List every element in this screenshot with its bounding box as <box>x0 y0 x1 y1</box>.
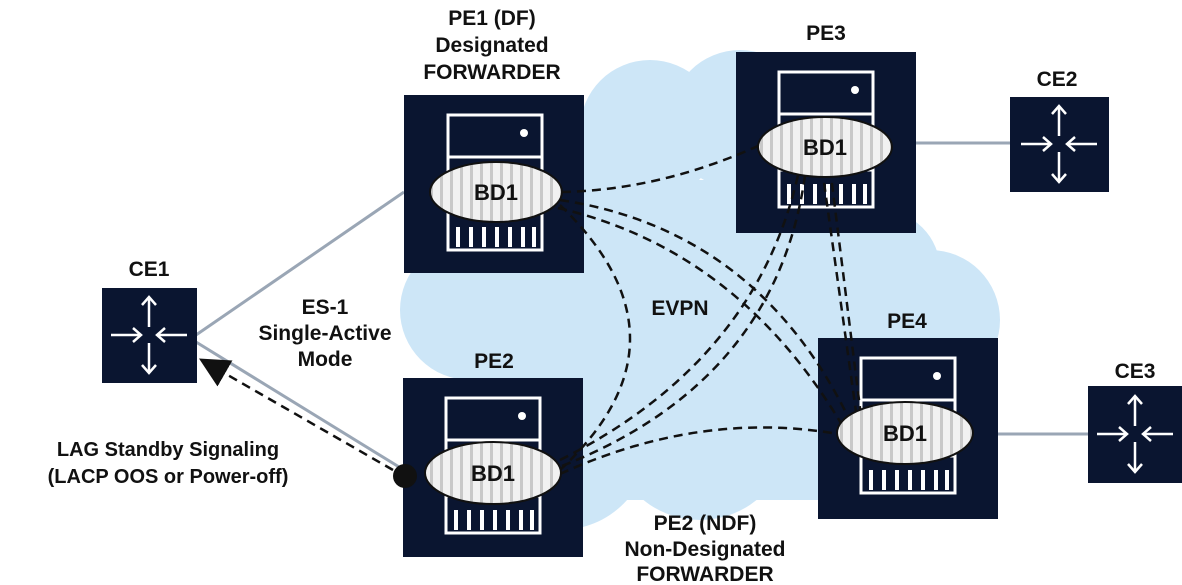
switch-icon <box>1021 104 1097 184</box>
evpn-link-pe1-pe4 <box>559 198 854 426</box>
pe3-bd: BD1 <box>757 116 893 178</box>
pe2-bd: BD1 <box>424 441 562 505</box>
pe2-bd-label: BD1 <box>471 461 515 486</box>
evpn-link-pe1-pe4-b <box>557 206 847 431</box>
pe2-title: PE2 <box>474 350 514 373</box>
evpn-link-pe1-pe2 <box>559 204 632 471</box>
ce3-switch: CE3 <box>1088 360 1182 483</box>
switch-icon <box>111 295 187 375</box>
pe3-bd-label: BD1 <box>803 135 847 160</box>
switch-icon <box>1097 394 1173 474</box>
evpn-label: EVPN <box>651 297 708 320</box>
pe3-title: PE3 <box>806 22 846 45</box>
pe1-forwarder-label: FORWARDER <box>423 61 560 84</box>
single-active-label: Single-Active <box>258 322 391 345</box>
pe2-non-designated-label: Non-Designated <box>624 538 785 561</box>
lacp-oos-label: (LACP OOS or Power-off) <box>48 466 289 488</box>
pe4-bd-label: BD1 <box>883 421 927 446</box>
evpn-link-pe1-pe3 <box>561 144 759 194</box>
ce1-switch: CE1 <box>102 258 197 383</box>
evpn-link-pe3-pe4-b <box>828 167 864 425</box>
pe1-title: PE1 (DF) <box>448 7 536 30</box>
lag-standby-port-dot <box>393 464 417 488</box>
lag-standby-arrow <box>198 358 394 472</box>
evpn-link-pe2-pe3-b <box>561 167 808 468</box>
pe2-ndf-label: PE2 (NDF) <box>654 512 757 535</box>
pe4-title: PE4 <box>887 310 927 333</box>
ce3-label: CE3 <box>1115 360 1156 383</box>
pe1-bd-label: BD1 <box>474 180 518 205</box>
evpn-link-pe2-pe3 <box>559 165 802 462</box>
evpn-link-pe3-pe4 <box>820 167 860 427</box>
es1-label: ES-1 <box>302 296 349 319</box>
pe2-forwarder-label: FORWARDER <box>636 563 773 585</box>
lag-standby-label: LAG Standby Signaling <box>57 439 279 461</box>
ce2-label: CE2 <box>1037 68 1078 91</box>
pe1-designated-label: Designated <box>435 34 548 57</box>
pe1-bd: BD1 <box>429 161 563 223</box>
pe4-bd: BD1 <box>836 401 974 465</box>
mode-label: Mode <box>298 348 353 371</box>
ce1-label: CE1 <box>129 258 170 281</box>
link-ce1-pe1 <box>195 190 405 337</box>
ce2-switch: CE2 <box>1010 68 1109 192</box>
